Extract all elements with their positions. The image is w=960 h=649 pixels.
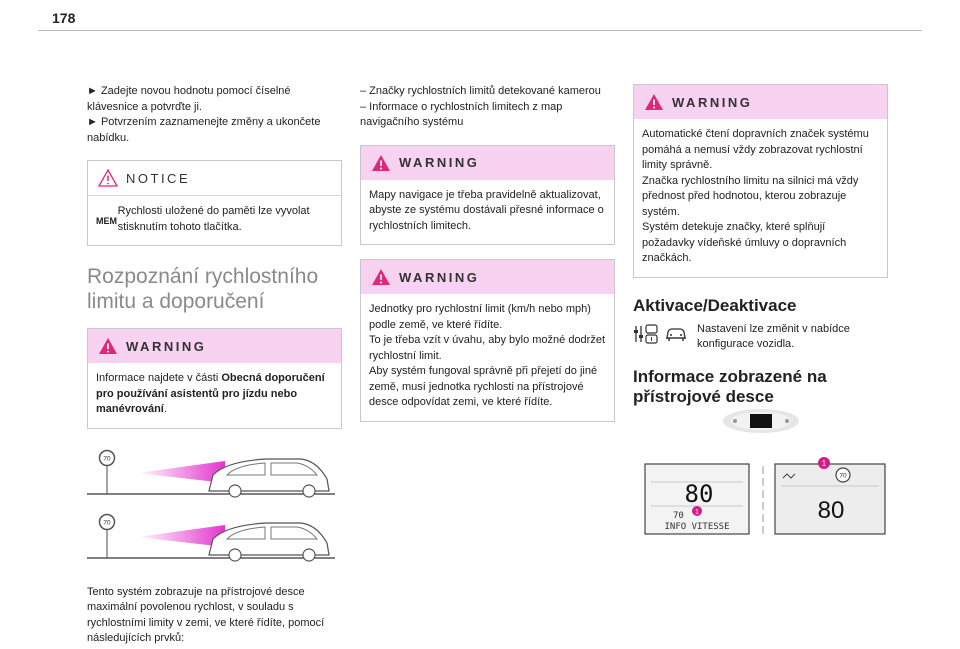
warning-text-country: Aby systém fungoval správně při přejetí … — [369, 365, 598, 408]
system-description: Tento systém zobrazuje na přístrojové de… — [87, 585, 325, 645]
notice-box: NOTICE MEM Rychlosti uložené do paměti l… — [87, 160, 342, 246]
callout-number-2: 1 — [822, 459, 827, 468]
notice-label: NOTICE — [126, 170, 191, 186]
warning-text-respect: To je třeba vzít v úvahu, aby bylo možné… — [369, 334, 606, 362]
bullet-confirm: ► Potvrzením zaznamenejte změny a ukonče… — [87, 116, 321, 144]
warning-body: Automatické čtení dopravních značek syst… — [634, 119, 887, 277]
column-2: – Značky rychlostních limitů detekované … — [360, 84, 615, 422]
section-heading-speed-recognition: Rozpoznání rychlostního limitu a doporuč… — [87, 265, 319, 313]
warning-box-units: WARNING Jednotky pro rychlostní limit (k… — [360, 259, 615, 422]
cluster-speed-80: 80 — [685, 480, 714, 508]
warning-label: WARNING — [399, 269, 480, 285]
bullet-enter-value: ► Zadejte novou hodnotu pomocí číselné k… — [87, 85, 291, 113]
camera-car-illustration: 70 — [87, 449, 335, 498]
mem-button-icon: MEM — [96, 216, 117, 226]
column-3: WARNING Automatické čtení dopravních zna… — [633, 84, 888, 536]
warning-box-reading: WARNING Automatické čtení dopravních zna… — [633, 84, 888, 278]
warning-text: Mapy navigace je třeba pravidelně aktual… — [369, 188, 604, 232]
cluster-sign-70: 70 — [839, 473, 847, 480]
cluster-info-vitesse: INFO VITESSE — [664, 522, 729, 532]
warning-triangle-icon — [372, 154, 390, 171]
vehicle-icon — [666, 327, 686, 341]
warning-header: WARNING — [634, 85, 887, 119]
warning-body: Mapy navigace je třeba pravidelně aktual… — [361, 180, 614, 245]
page-number: 178 — [52, 10, 76, 26]
speed-sign-icon — [835, 467, 851, 483]
sign-speed-70-second: 70 — [103, 519, 111, 526]
notice-body: MEM Rychlosti uložené do paměti lze vyvo… — [88, 196, 341, 245]
section-heading-activation: Aktivace/Deaktivace — [633, 295, 797, 315]
navigation-illustration: 70 — [87, 513, 342, 573]
source-list: – Značky rychlostních limitů detekované … — [360, 84, 615, 131]
warning-header: WARNING — [361, 260, 614, 294]
curve-road-icon — [782, 473, 796, 479]
cluster-small-limit: 70 — [673, 511, 684, 521]
warning-label: WARNING — [672, 94, 753, 110]
warning-text: Informace najdete v části — [96, 372, 222, 384]
warning-label: WARNING — [126, 338, 207, 354]
warning-text-auto: Automatické čtení dopravních značek syst… — [642, 128, 869, 171]
warning-text-units: Jednotky pro rychlostní limit (km/h nebo… — [369, 303, 591, 331]
warning-body: Jednotky pro rychlostní limit (km/h nebo… — [361, 294, 614, 421]
navigation-car-illustration: 70 — [87, 513, 335, 562]
header-divider — [38, 30, 922, 31]
dash-camera-signs: – Značky rychlostních limitů detekované … — [360, 85, 601, 97]
warning-text-end: . — [163, 403, 167, 415]
warning-header: WARNING — [361, 145, 614, 180]
warning-header: WARNING — [88, 329, 341, 363]
warning-body: Informace najdete v části Obecná doporuč… — [88, 363, 341, 428]
activation-text: Nastavení lze změnit v nabídce konfigura… — [697, 322, 850, 351]
callout-marker-2 — [818, 457, 830, 469]
notice-text: Rychlosti uložené do paměti lze vyvolat … — [117, 205, 310, 233]
warning-label: WARNING — [399, 155, 480, 170]
warning-triangle-icon — [372, 269, 390, 285]
sign-speed-70: 70 — [103, 455, 111, 462]
section-heading-instrument-panel: Informace zobrazené na přístrojové desce — [633, 366, 827, 406]
settings-menu-icon — [634, 323, 658, 344]
warning-triangle-icon — [645, 94, 663, 110]
camera-illustration: 70 — [87, 449, 342, 509]
warning-box-maps: WARNING Mapy navigace je třeba pravideln… — [360, 144, 615, 245]
warning-text-bold: Obecná doporučení pro používání asistent… — [96, 372, 325, 415]
column-1: ► Zadejte novou hodnotu pomocí číselné k… — [87, 84, 342, 647]
callout-number: 1 — [695, 509, 699, 516]
cluster-displays: 80 70 INFO VITESSE 1 70 80 1 — [644, 457, 886, 536]
instrument-panel-thumbnail — [723, 409, 799, 433]
callout-marker — [692, 506, 702, 516]
notice-triangle-icon — [98, 169, 118, 187]
instruction-list: ► Zadejte novou hodnotu pomocí číselné k… — [87, 84, 342, 146]
warning-box: WARNING Informace najdete v části Obecná… — [87, 328, 342, 429]
activation-row: Nastavení lze změnit v nabídce konfigura… — [633, 322, 888, 353]
dash-navigation-maps: – Informace o rychlostních limitech z ma… — [360, 100, 563, 129]
warning-text-priority: Značka rychlostního limitu na silnici má… — [642, 174, 859, 218]
notice-header: NOTICE — [88, 161, 341, 196]
warning-text-vienna: Systém detekuje značky, které splňují po… — [642, 221, 847, 264]
warning-triangle-icon — [99, 338, 117, 354]
cluster2-speed-80: 80 — [818, 497, 845, 524]
